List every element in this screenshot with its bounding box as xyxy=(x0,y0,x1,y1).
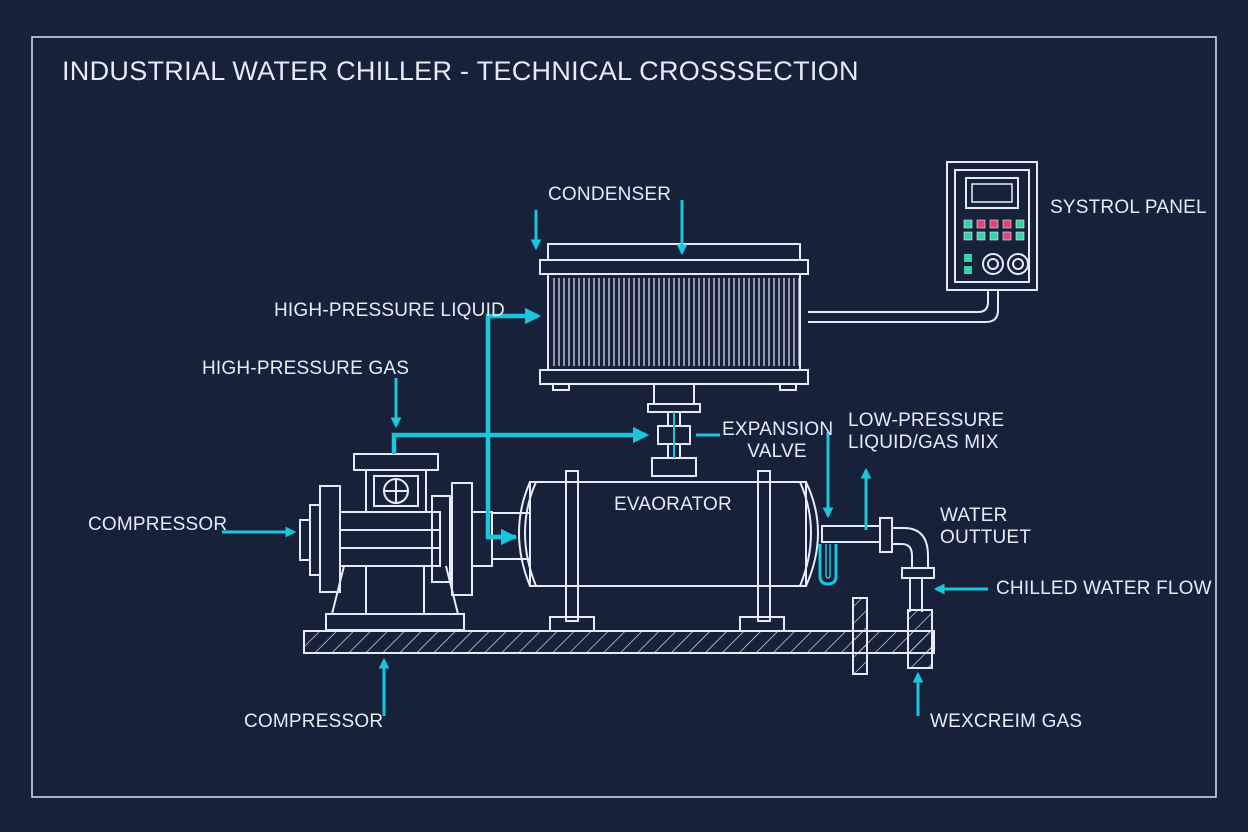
label-water-outlet: WATER OUTTUET xyxy=(940,505,1031,549)
pointer-arrows xyxy=(222,200,988,716)
base-flange-right xyxy=(907,609,933,669)
base-plate xyxy=(303,630,935,654)
label-condenser: CONDENSER xyxy=(548,184,672,205)
diagram-title: INDUSTRIAL WATER CHILLER - TECHNICAL CRO… xyxy=(62,56,859,86)
drawing-frame xyxy=(31,36,1217,798)
label-wexcreim-gas: WEXCREIM GAS xyxy=(930,711,1083,732)
u-tube xyxy=(818,544,838,586)
control-panel xyxy=(946,161,1038,291)
panel-indicator xyxy=(964,254,972,262)
label-low-pressure-mix: LOW-PRESSURE LIQUID/GAS MIX xyxy=(848,410,1004,454)
condenser-panel-pipe xyxy=(808,290,989,313)
label-expansion-valve-line2: VALVE xyxy=(747,441,807,462)
label-high-pressure-liquid: HIGH-PRESSURE LIQUID xyxy=(274,300,505,321)
label-evaporator: EVAORATOR xyxy=(614,494,732,515)
panel-button xyxy=(976,231,986,241)
condenser-unit xyxy=(539,243,809,413)
panel-button xyxy=(976,219,986,229)
label-systrol-panel: SYSTROL PANEL xyxy=(1050,197,1207,218)
panel-button xyxy=(989,231,999,241)
label-low-pressure-mix-line1: LOW-PRESSURE xyxy=(848,410,1005,431)
label-chilled-water-flow: CHILLED WATER FLOW xyxy=(996,578,1212,599)
evaporator-vessel xyxy=(491,470,935,632)
base-flange-left xyxy=(852,597,868,675)
label-expansion-valve: EXPANSION VALVE xyxy=(722,419,834,463)
label-water-outlet-line2: OUTTUET xyxy=(940,527,1032,548)
compressor-unit xyxy=(299,453,493,631)
panel-button-grid xyxy=(963,219,1025,274)
label-high-pressure-gas: HIGH-PRESSURE GAS xyxy=(202,358,410,379)
panel-button xyxy=(963,231,973,241)
panel-button xyxy=(963,219,973,229)
refrigerant-lines xyxy=(391,307,650,546)
label-low-pressure-mix-line2: LIQUID/GAS MIX xyxy=(848,432,999,453)
panel-button xyxy=(1015,231,1025,241)
label-expansion-valve-line1: EXPANSION xyxy=(722,419,834,440)
panel-button xyxy=(1015,219,1025,229)
label-water-outlet-line1: WATER xyxy=(940,505,1008,526)
panel-indicator xyxy=(964,266,972,274)
panel-button xyxy=(1002,219,1012,229)
label-compressor-bottom: COMPRESSOR xyxy=(244,711,384,732)
condenser-panel-pipe-inner xyxy=(808,290,999,323)
panel-button xyxy=(989,219,999,229)
panel-button xyxy=(1002,231,1012,241)
label-compressor-left: COMPRESSOR xyxy=(88,514,228,535)
